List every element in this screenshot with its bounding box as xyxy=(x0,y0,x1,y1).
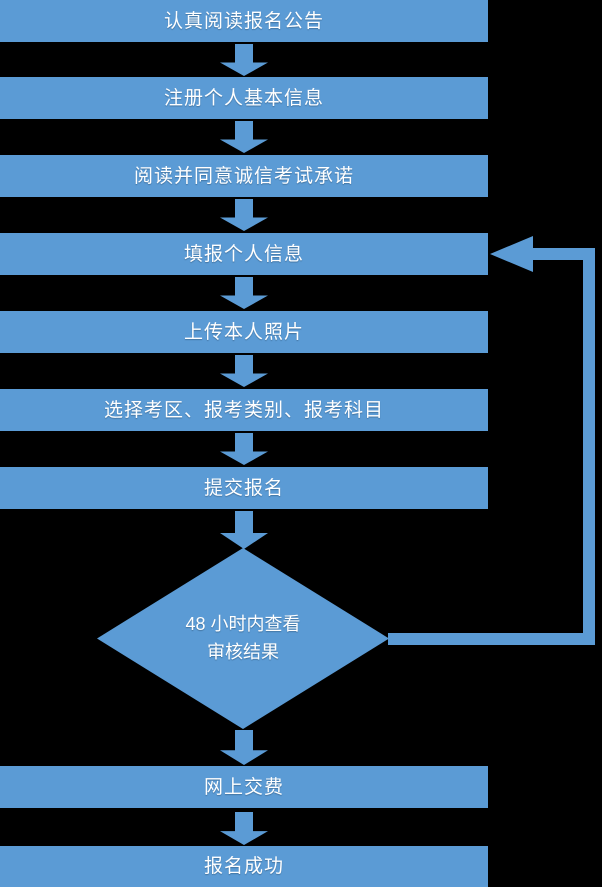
down-arrow-icon-2 xyxy=(220,121,268,153)
flow-node-agree-integrity-pledge[interactable]: 阅读并同意诚信考试承诺 xyxy=(0,155,488,197)
flow-node-label: 阅读并同意诚信考试承诺 xyxy=(133,165,354,187)
flow-node-select-exam-options[interactable]: 选择考区、报考类别、报考科目 xyxy=(0,389,488,431)
flow-node-label: 填报个人信息 xyxy=(183,243,304,265)
flow-node-read-announcement[interactable]: 认真阅读报名公告 xyxy=(0,0,488,42)
down-arrow-icon-4 xyxy=(220,277,268,309)
flow-node-registration-success[interactable]: 报名成功 xyxy=(0,846,488,887)
feedback-loop-segment-right xyxy=(583,248,595,645)
flow-node-label: 注册个人基本信息 xyxy=(163,87,324,109)
flow-node-online-payment[interactable]: 网上交费 xyxy=(0,766,488,808)
flow-node-register-basic-info[interactable]: 注册个人基本信息 xyxy=(0,77,488,119)
down-arrow-icon-6 xyxy=(220,433,268,465)
flow-node-upload-photo[interactable]: 上传本人照片 xyxy=(0,311,488,353)
flow-node-label: 报名成功 xyxy=(203,856,284,877)
down-arrow-icon-8 xyxy=(220,730,268,765)
flow-node-label: 上传本人照片 xyxy=(183,321,304,343)
down-arrow-icon-5 xyxy=(220,355,268,387)
flow-node-check-review-result[interactable]: 48 小时内查看 审核结果 xyxy=(97,548,389,729)
flow-node-label-line1: 48 小时内查看 xyxy=(185,613,301,634)
feedback-loop-segment-top xyxy=(531,248,595,260)
flow-node-label: 认真阅读报名公告 xyxy=(163,10,324,32)
down-arrow-icon-3 xyxy=(220,199,268,231)
flow-node-submit-registration[interactable]: 提交报名 xyxy=(0,467,488,509)
flow-node-label: 提交报名 xyxy=(203,477,284,499)
feedback-loop-arrowhead-icon xyxy=(490,236,533,272)
flow-node-fill-personal-info[interactable]: 填报个人信息 xyxy=(0,233,488,275)
down-arrow-icon-1 xyxy=(220,44,268,76)
flow-node-label: 网上交费 xyxy=(203,776,284,798)
flow-node-label: 选择考区、报考类别、报考科目 xyxy=(103,399,384,421)
flow-node-label-group: 48 小时内查看 审核结果 xyxy=(97,548,389,729)
down-arrow-icon-7 xyxy=(220,511,268,549)
flow-node-label-line2: 审核结果 xyxy=(207,641,279,662)
down-arrow-icon-9 xyxy=(220,812,268,845)
feedback-loop-segment-bottom xyxy=(388,633,595,645)
